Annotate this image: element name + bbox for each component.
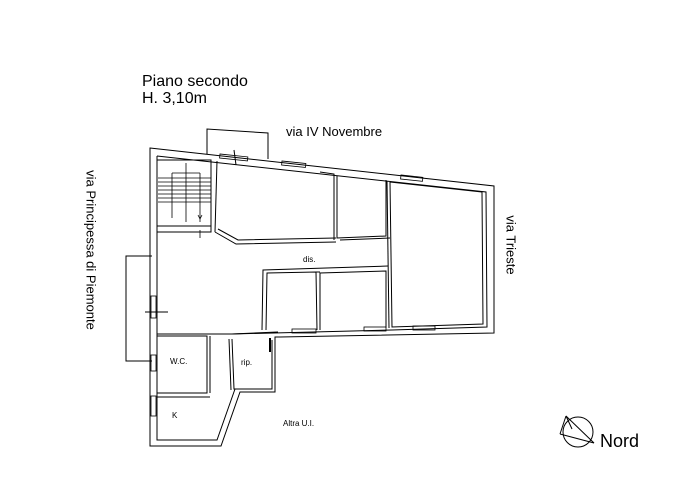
staircase — [158, 163, 211, 238]
compass-label: Nord — [600, 431, 640, 451]
ceiling-height: H. 3,10m — [142, 90, 207, 107]
windows — [150, 153, 436, 417]
room-label-corridor: dis. — [303, 255, 316, 264]
street-label-top: via IV Novembre — [286, 124, 383, 139]
room-label-kitchen: K — [172, 411, 178, 420]
outer-wall-outer — [149, 147, 495, 447]
left-balcony — [125, 255, 152, 362]
plan-title: Piano secondo H. 3,10m — [142, 73, 248, 107]
top-balcony — [206, 128, 269, 159]
room-label-other-unit: Altra U.I. — [283, 419, 315, 428]
room-label-wc: W.C. — [170, 357, 188, 366]
floor-name: Piano secondo — [142, 73, 248, 90]
north-arrow-icon — [559, 415, 595, 448]
room-label-storage: rip. — [241, 358, 253, 367]
